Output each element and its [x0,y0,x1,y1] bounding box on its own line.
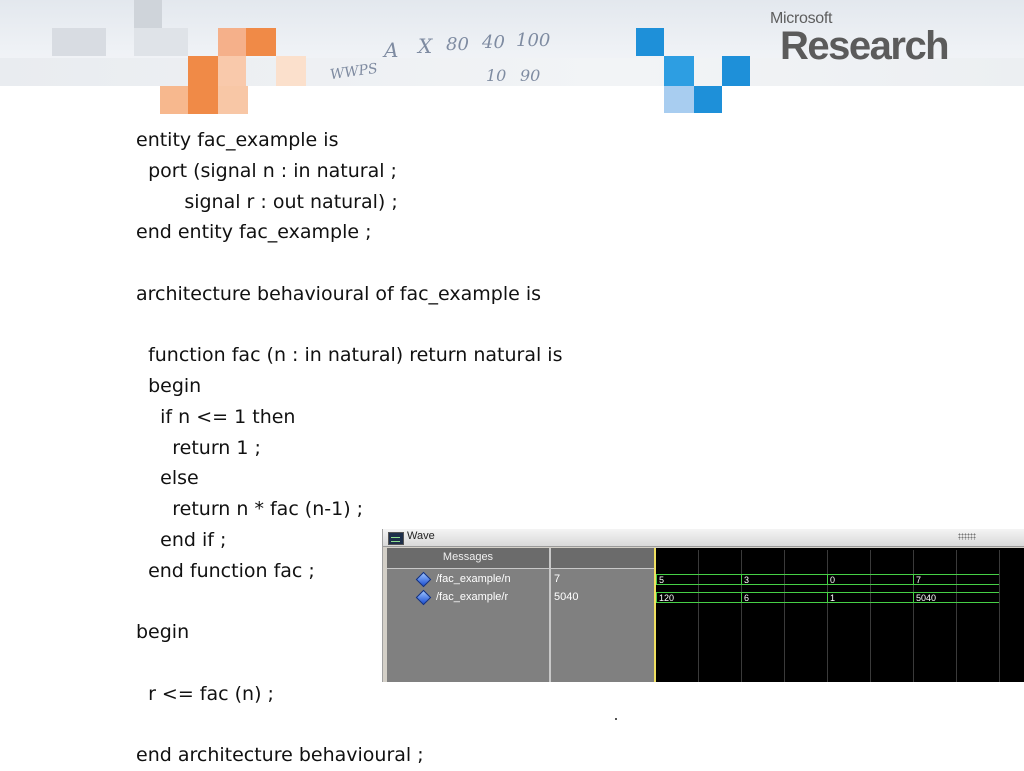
signal-row-r[interactable]: /fac_example/r 5040 [387,589,654,606]
logo-microsoft-text: Microsoft [770,10,833,27]
orange-square [276,56,306,86]
signal-value: 5040 [554,591,579,603]
code-line: end if ; [136,528,227,551]
code-line [136,310,562,341]
time-grid-line [827,550,828,682]
bus-transition [656,574,657,585]
bus-value: 0 [830,575,836,585]
signal-diamond-icon [415,589,432,606]
blue-square [694,86,722,113]
code-line: function fac (n : in natural) return nat… [136,344,563,367]
scribble-100: 100 [516,30,551,51]
orange-square [218,86,248,114]
code-line: end architecture behavioural ; [136,744,424,766]
time-grid-line [870,550,871,682]
scribble-80: 80 [446,34,469,55]
vhdl-code-block: entity fac_example is port (signal n : i… [136,125,562,771]
messages-header[interactable]: Messages [387,548,654,569]
signal-value: 7 [554,573,561,585]
bus-transition [827,592,828,603]
bus-transition [827,574,828,585]
time-grid-line [784,550,785,682]
bus-value: 5040 [916,593,937,603]
column-divider[interactable] [549,548,551,682]
grey-block [52,28,106,56]
code-line: end function fac ; [136,559,315,582]
bus-transition [741,574,742,585]
bus-transition [913,574,914,585]
time-grid-line [741,550,742,682]
code-line: return 1 ; [136,436,261,459]
orange-square [160,86,188,114]
code-line: else [136,467,199,490]
messages-pane: Messages /fac_example/n 7 /fac_example/r… [387,548,654,682]
time-cursor[interactable] [654,548,656,682]
header-banner: A X 80 40 100 10 90 WWPS Microsoft Resea… [0,0,1024,86]
signal-name: /fac_example/r [436,591,509,603]
scribble-a: A [384,38,399,62]
bus-value: 120 [659,593,675,603]
bus-value: 5 [659,575,665,585]
orange-square [188,86,218,114]
code-line: architecture behavioural of fac_example … [136,282,542,305]
blue-square [636,28,664,56]
code-line: port (signal n : in natural ; [136,159,397,182]
orange-square [188,56,218,86]
time-grid-line [913,550,914,682]
scribble-40: 40 [482,32,505,53]
time-grid-line [956,550,957,682]
code-line: r <= fac (n) ; [136,682,274,705]
grey-block [134,0,162,28]
wave-title: Wave [407,530,435,542]
time-grid-line [999,550,1000,682]
signal-row-n[interactable]: /fac_example/n 7 [387,571,654,588]
bus-transition [741,592,742,603]
signal-name: /fac_example/n [436,573,511,585]
code-line [136,248,562,279]
orange-square [218,28,246,56]
logo-research-text: Research [780,24,950,68]
code-line: begin [136,621,190,643]
code-line [136,709,562,740]
code-line: signal r : out natural) ; [136,190,398,213]
scribble-10: 10 [486,66,507,85]
orange-square [246,28,276,56]
messages-header-label: Messages [442,551,494,563]
time-grid-line [698,550,699,682]
waveform-area[interactable] [654,548,1024,682]
banner-band [0,58,1024,86]
wave-titlebar[interactable]: Wave [383,529,1024,547]
code-line: if n <= 1 then [136,405,296,428]
code-line: return n * fac (n-1) ; [136,498,364,520]
bus-value: 1 [830,593,836,603]
code-line: begin [136,375,202,397]
drag-grip-icon[interactable] [958,533,976,540]
bus-transition [656,592,657,603]
blue-square [664,56,694,86]
signal-diamond-icon [415,571,432,588]
grey-block [134,28,188,56]
wave-window: Wave Messages /fac_example/n 7 /fac_exam… [382,529,1024,682]
stray-dot [615,718,617,720]
bus-transition [913,592,914,603]
blue-square [722,56,750,86]
code-line: entity fac_example is [136,129,339,151]
blue-square [664,86,694,113]
bus-value: 7 [916,575,922,585]
scribble-90: 90 [520,66,541,85]
code-line: end entity fac_example ; [136,221,372,244]
bus-value: 6 [744,593,750,603]
bus-value: 3 [744,575,750,585]
orange-square [218,56,246,86]
scribble-x: X [418,34,433,58]
wave-window-icon [388,532,404,545]
